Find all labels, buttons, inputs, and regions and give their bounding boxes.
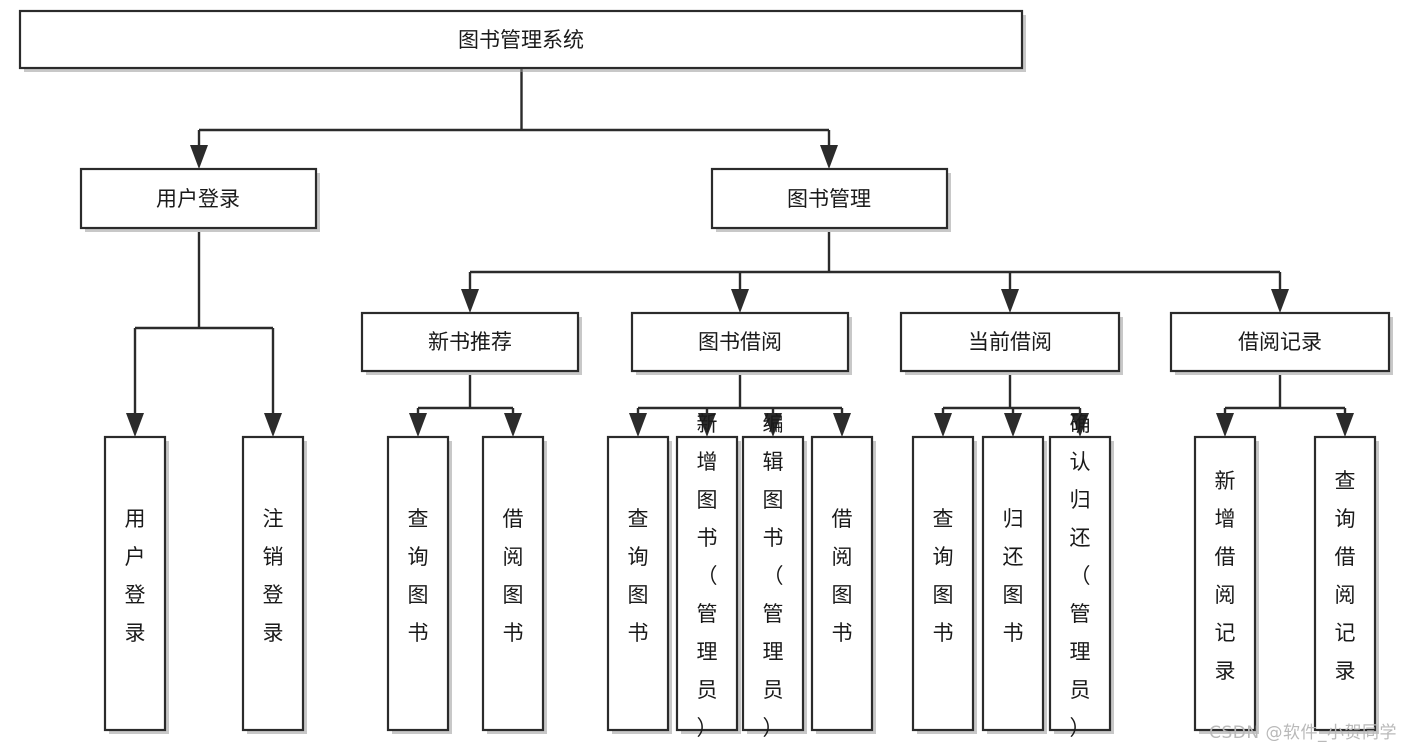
arrow-to-book-borrow bbox=[731, 289, 749, 313]
leaf-query-book-2-box[interactable] bbox=[606, 435, 670, 732]
node-root-label: 图书管理系统 bbox=[458, 28, 584, 52]
leaf-add-book-box[interactable] bbox=[675, 435, 739, 732]
leaf-edit-book[interactable]: 编辑图书（管理员） bbox=[741, 412, 807, 740]
leaf-query-book-2[interactable]: 查询图书 bbox=[606, 435, 672, 734]
leaf-user-logout-box[interactable] bbox=[241, 435, 305, 732]
leaf-return-book-box[interactable] bbox=[981, 435, 1045, 732]
node-book-manage-box[interactable] bbox=[710, 167, 949, 230]
leaf-user-logout-label: 注销登录 bbox=[263, 507, 284, 645]
leaf-add-record-box[interactable] bbox=[1193, 435, 1257, 732]
connector-group-user-login bbox=[126, 232, 282, 437]
node-new-book-recommend-box[interactable] bbox=[360, 311, 580, 373]
leaf-confirm-return-box[interactable] bbox=[1048, 435, 1112, 732]
connector-group-new-book-recommend bbox=[409, 375, 522, 437]
node-current-borrow-box[interactable] bbox=[899, 311, 1121, 373]
leaf-edit-book-box[interactable] bbox=[741, 435, 805, 732]
leaf-user-logout[interactable]: 注销登录 bbox=[241, 435, 307, 734]
leaf-user-login-label: 用户登录 bbox=[125, 507, 146, 645]
leaf-query-book-3[interactable]: 查询图书 bbox=[911, 435, 977, 734]
node-new-book-recommend[interactable]: 新书推荐 bbox=[360, 311, 582, 375]
leaf-add-book[interactable]: 新增图书（管理员） bbox=[675, 412, 741, 740]
leaf-query-book-1[interactable]: 查询图书 bbox=[386, 435, 452, 734]
node-user-login-box[interactable] bbox=[79, 167, 318, 230]
leaf-query-book-2-label: 查询图书 bbox=[628, 507, 649, 645]
leaf-add-record-label: 新增借阅记录 bbox=[1215, 469, 1236, 683]
arrow-to-leaf-borrow-book-2 bbox=[833, 413, 851, 437]
connector-group-current-borrow bbox=[934, 375, 1089, 437]
node-current-borrow[interactable]: 当前借阅 bbox=[899, 311, 1123, 375]
leaf-borrow-book-1[interactable]: 借阅图书 bbox=[481, 435, 547, 734]
watermark: CSDN @软件_小贺同学 bbox=[1209, 723, 1397, 743]
arrow-to-leaf-add-record bbox=[1216, 413, 1234, 437]
arrow-to-leaf-edit-book bbox=[764, 413, 782, 437]
leaf-confirm-return[interactable]: 确认归还（管理员） bbox=[1048, 412, 1114, 740]
connector-group-borrow-record bbox=[1216, 375, 1354, 437]
leaf-return-book[interactable]: 归还图书 bbox=[981, 435, 1047, 734]
leaf-query-record-label: 查询借阅记录 bbox=[1335, 469, 1356, 683]
node-user-login-label: 用户登录 bbox=[156, 187, 240, 211]
node-book-borrow-box[interactable] bbox=[630, 311, 850, 373]
arrow-to-leaf-query-book-3 bbox=[934, 413, 952, 437]
leaf-borrow-book-2-label: 借阅图书 bbox=[832, 507, 853, 645]
leaf-query-book-1-box[interactable] bbox=[386, 435, 450, 732]
node-current-borrow-label: 当前借阅 bbox=[968, 330, 1052, 354]
arrow-to-book-manage bbox=[820, 145, 838, 169]
node-book-borrow-label: 图书借阅 bbox=[698, 330, 782, 354]
connector-group-root bbox=[190, 68, 838, 169]
arrow-to-leaf-confirm-return bbox=[1071, 413, 1089, 437]
leaf-query-record-box[interactable] bbox=[1313, 435, 1377, 732]
node-borrow-record[interactable]: 借阅记录 bbox=[1169, 311, 1393, 375]
leaf-borrow-book-2-box[interactable] bbox=[810, 435, 874, 732]
arrow-to-borrow-record bbox=[1271, 289, 1289, 313]
node-book-borrow[interactable]: 图书借阅 bbox=[630, 311, 852, 375]
leaf-query-book-3-label: 查询图书 bbox=[933, 507, 954, 645]
node-new-book-recommend-label: 新书推荐 bbox=[428, 330, 512, 354]
leaf-add-record[interactable]: 新增借阅记录 bbox=[1193, 435, 1259, 734]
leaf-query-book-3-box[interactable] bbox=[911, 435, 975, 732]
arrow-to-leaf-query-book-1 bbox=[409, 413, 427, 437]
leaf-borrow-book-2[interactable]: 借阅图书 bbox=[810, 435, 876, 734]
arrow-to-leaf-user-logout bbox=[264, 413, 282, 437]
arrow-to-leaf-borrow-book-1 bbox=[504, 413, 522, 437]
node-root[interactable]: 图书管理系统 bbox=[18, 9, 1026, 72]
leaf-add-book-label: 新增图书（管理员） bbox=[697, 412, 718, 740]
leaf-user-login[interactable]: 用户登录 bbox=[103, 435, 169, 734]
node-book-manage[interactable]: 图书管理 bbox=[710, 167, 951, 232]
node-user-login[interactable]: 用户登录 bbox=[79, 167, 320, 232]
leaf-borrow-book-1-label: 借阅图书 bbox=[503, 507, 524, 645]
arrow-to-leaf-add-book bbox=[698, 413, 716, 437]
connector-group-book-manage bbox=[461, 232, 1289, 313]
leaf-borrow-book-1-box[interactable] bbox=[481, 435, 545, 732]
leaf-user-login-box[interactable] bbox=[103, 435, 167, 732]
arrow-to-new-book-recommend bbox=[461, 289, 479, 313]
leaf-confirm-return-label: 确认归还（管理员） bbox=[1070, 412, 1091, 740]
leaf-query-book-1-label: 查询图书 bbox=[408, 507, 429, 645]
leaf-return-book-label: 归还图书 bbox=[1003, 507, 1024, 645]
arrow-to-current-borrow bbox=[1001, 289, 1019, 313]
leaf-query-record[interactable]: 查询借阅记录 bbox=[1313, 435, 1379, 734]
arrow-to-leaf-query-record bbox=[1336, 413, 1354, 437]
node-borrow-record-box[interactable] bbox=[1169, 311, 1391, 373]
arrow-to-leaf-return-book bbox=[1004, 413, 1022, 437]
arrow-to-leaf-query-book-2 bbox=[629, 413, 647, 437]
arrow-to-leaf-user-login bbox=[126, 413, 144, 437]
leaf-edit-book-label: 编辑图书（管理员） bbox=[763, 412, 784, 740]
node-book-manage-label: 图书管理 bbox=[787, 187, 871, 211]
connector-group-book-borrow bbox=[629, 375, 851, 437]
arrow-to-user-login bbox=[190, 145, 208, 169]
node-root-box[interactable] bbox=[18, 9, 1024, 70]
node-borrow-record-label: 借阅记录 bbox=[1238, 330, 1322, 354]
